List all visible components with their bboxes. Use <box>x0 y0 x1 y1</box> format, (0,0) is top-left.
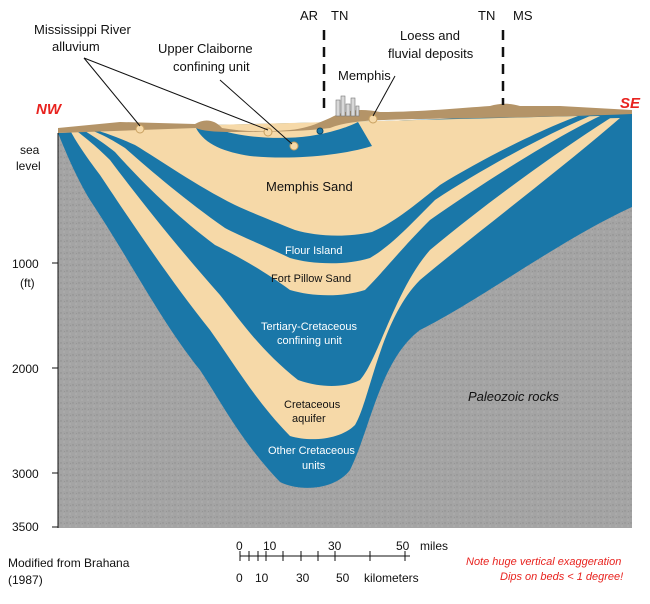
se-direction-label: SE <box>620 95 641 112</box>
paleozoic-label: Paleozoic rocks <box>468 389 560 404</box>
upper-claiborne-confining-layer <box>196 122 372 158</box>
loess-marker <box>368 114 378 124</box>
tertiary-label-2: confining unit <box>277 335 342 347</box>
loess-label-1: Loess and <box>400 28 460 43</box>
miles-tick-30: 30 <box>328 539 342 553</box>
tn-right-label: TN <box>478 8 495 23</box>
loess-label-2: fluvial deposits <box>388 46 474 61</box>
mississippi-label-2: alluvium <box>52 39 100 54</box>
nw-direction-label: NW <box>36 101 63 118</box>
km-tick-10: 10 <box>255 571 269 585</box>
memphis-skyline-icon <box>335 95 360 117</box>
depth-tick-2000: 2000 <box>12 362 39 376</box>
sea-level-label-1: sea <box>20 143 40 157</box>
surface-deposits-layer <box>58 103 632 133</box>
sea-level-label-2: level <box>16 159 41 173</box>
alluvium-marker <box>135 124 145 134</box>
source-label-1: Modified from Brahana <box>8 556 130 570</box>
other-cretaceous-label-1: Other Cretaceous <box>268 445 355 457</box>
memphis-sand-layer <box>88 116 578 236</box>
miles-tick-0: 0 <box>236 539 243 553</box>
scale-bar <box>239 551 410 561</box>
miles-unit: miles <box>420 539 448 553</box>
flour-island-label: Flour Island <box>285 245 342 257</box>
ms-label: MS <box>513 8 533 23</box>
depth-axis-ticks <box>52 262 58 528</box>
tertiary-label-1: Tertiary-Cretaceous <box>261 321 357 333</box>
source-label-2: (1987) <box>8 573 43 587</box>
tn-left-label: TN <box>331 8 348 23</box>
cretaceous-label-1: Cretaceous <box>284 399 341 411</box>
fort-pillow-label: Fort Pillow Sand <box>271 273 351 285</box>
note-label-1: Note huge vertical exaggeration <box>466 556 621 568</box>
km-tick-0: 0 <box>236 571 243 585</box>
miles-tick-10: 10 <box>263 539 277 553</box>
note-label-2: Dips on beds < 1 degree! <box>500 571 623 583</box>
depth-unit-label: (ft) <box>20 276 35 290</box>
km-tick-50: 50 <box>336 571 350 585</box>
depth-tick-3500: 3500 <box>12 520 39 534</box>
memphis-sand-label: Memphis Sand <box>266 179 353 194</box>
depth-tick-1000: 1000 <box>12 257 39 271</box>
memphis-marker <box>316 127 324 135</box>
mississippi-label-1: Mississippi River <box>34 22 131 37</box>
cretaceous-label-2: aquifer <box>292 413 326 425</box>
km-tick-30: 30 <box>296 571 310 585</box>
miles-tick-50: 50 <box>396 539 410 553</box>
memphis-city-label: Memphis <box>338 68 391 83</box>
km-unit: kilometers <box>364 571 419 585</box>
claiborne-label-2: confining unit <box>173 59 250 74</box>
depth-tick-3000: 3000 <box>12 467 39 481</box>
claiborne-label-1: Upper Claiborne <box>158 41 253 56</box>
other-cretaceous-label-2: units <box>302 460 326 472</box>
claiborne-marker-1 <box>263 127 273 137</box>
leader-lines <box>83 57 396 145</box>
ar-label: AR <box>300 8 318 23</box>
